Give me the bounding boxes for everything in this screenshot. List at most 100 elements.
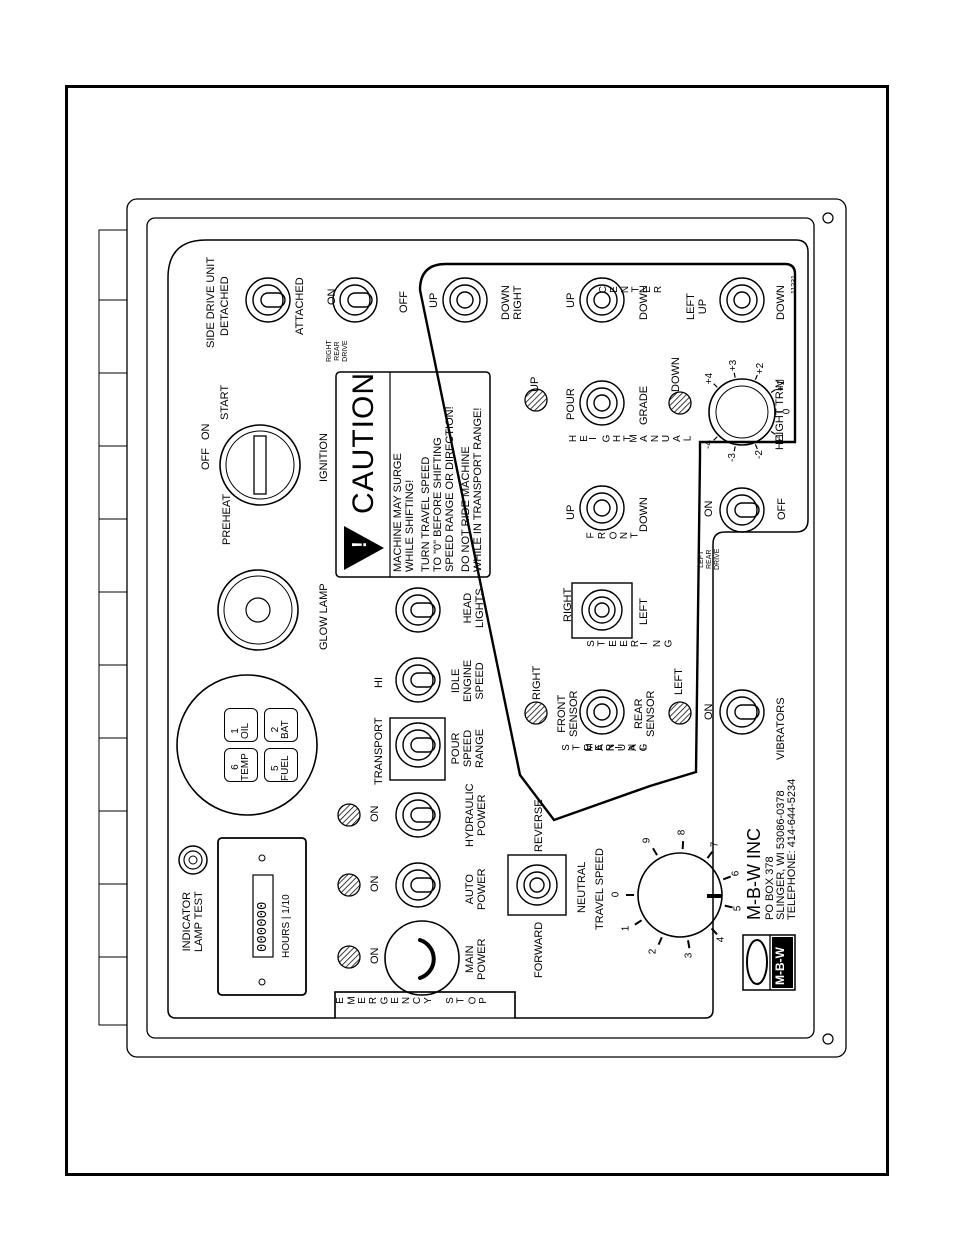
travel-speed-ticks xyxy=(626,841,733,949)
inner-plate xyxy=(146,217,815,1039)
label-letter: E xyxy=(389,997,401,1004)
dial-tick xyxy=(706,851,714,859)
ignition-on-label: ON xyxy=(200,423,212,441)
height-trim-ticks xyxy=(713,372,782,452)
label-letter: A xyxy=(671,435,683,442)
dial-label: 4 xyxy=(714,936,726,943)
label-letter: A xyxy=(627,744,639,751)
caution-title: CAUTION xyxy=(347,372,380,514)
label-letter: G xyxy=(663,639,675,648)
label-letter: L xyxy=(682,435,694,442)
mount-hole-bottom xyxy=(822,1033,834,1045)
ignition-preheat-label: PREHEAT xyxy=(221,493,233,545)
figure-code: 11231 xyxy=(791,275,798,294)
label-letter: N xyxy=(650,434,662,443)
caution-triangle xyxy=(344,526,384,570)
hour-meter-body xyxy=(217,837,307,996)
dial-tick xyxy=(713,383,718,388)
right-rear-on: ON xyxy=(326,288,338,306)
reverse-label: REVERSE xyxy=(533,799,545,852)
dial-tick xyxy=(657,936,663,945)
label-letter: N xyxy=(619,531,631,540)
dial-tick xyxy=(713,436,718,441)
label-letter: A xyxy=(638,435,650,442)
ignition-switch xyxy=(219,424,301,506)
travel-speed-label: TRAVEL SPEED xyxy=(594,848,606,930)
label-letter: N xyxy=(401,996,413,1005)
label-letter: N xyxy=(652,639,664,648)
dial-label: 8 xyxy=(675,829,687,836)
dial-label: 5 xyxy=(732,906,744,912)
emergency-stop-box xyxy=(334,991,516,1019)
steering-left-label: LEFT xyxy=(638,598,650,625)
hour-counter: 000000 xyxy=(255,901,271,952)
main-power-on-label: ON xyxy=(369,947,381,965)
auto-control-region xyxy=(418,262,797,822)
panel-tabs xyxy=(98,229,128,1026)
label-letter: E xyxy=(356,997,368,1004)
label-letter: C xyxy=(412,996,424,1005)
forward-label: FORWARD xyxy=(533,921,545,978)
dial-tick xyxy=(733,372,736,378)
dial-label: +4 xyxy=(703,372,715,384)
height-trim-knob xyxy=(708,378,776,446)
dial-tick xyxy=(634,919,643,926)
right-rear-off: OFF xyxy=(398,291,410,313)
dial-label: 2 xyxy=(647,948,659,955)
glow-lamp-label: GLOW LAMP xyxy=(318,583,330,650)
grade-down-indicator-label: DOWN xyxy=(670,357,682,392)
dial-tick xyxy=(710,927,718,935)
indicator-lamps xyxy=(337,388,692,969)
dial-label: 9 xyxy=(641,838,653,844)
dial-label: 3 xyxy=(683,952,695,959)
label-letter: Y xyxy=(422,997,434,1004)
dial-tick xyxy=(724,904,733,909)
mbw-logo xyxy=(742,934,796,991)
hour-meter-label: HOURS | 1/10 xyxy=(281,894,292,958)
dial-label: +1 xyxy=(776,379,788,392)
hydraulic-on-label: ON xyxy=(369,805,381,823)
dial-label: 6 xyxy=(730,870,742,877)
lamp-test-button xyxy=(178,845,208,875)
label-letter: S xyxy=(585,640,597,647)
dial-tick xyxy=(770,430,776,435)
label-letter: T xyxy=(571,744,583,751)
grade-pour-label: POUR xyxy=(565,388,577,420)
company-name: M-B-W INC xyxy=(744,828,764,920)
dial-label: -4 xyxy=(702,440,714,450)
label-letter: G xyxy=(379,996,391,1005)
dial-tick xyxy=(722,875,732,881)
steering-right-label: RIGHT xyxy=(562,587,574,622)
dial-label: 7 xyxy=(709,841,721,848)
dial-label: 0 xyxy=(781,408,793,415)
ignition-off-label: OFF xyxy=(200,448,212,470)
left-rear-off: OFF xyxy=(776,498,788,520)
label-letter: O xyxy=(467,996,479,1005)
main-power-switch xyxy=(384,920,460,996)
dial-tick xyxy=(770,389,776,394)
hour-meter-window xyxy=(252,874,274,958)
left-down: DOWN xyxy=(775,285,787,320)
label-letter: U xyxy=(617,743,629,752)
left-rear-on: ON xyxy=(703,500,715,518)
ignition-label: IGNITION xyxy=(318,433,330,482)
front-down-label: DOWN xyxy=(638,497,650,532)
label-letter: F xyxy=(585,532,597,539)
label-letter: T xyxy=(630,286,642,293)
label-letter: U xyxy=(661,434,673,443)
company-logo-text: M-B-W xyxy=(773,947,787,985)
label-letter: S xyxy=(444,997,456,1004)
label-letter: R xyxy=(597,531,609,540)
label-letter: H xyxy=(568,434,580,443)
